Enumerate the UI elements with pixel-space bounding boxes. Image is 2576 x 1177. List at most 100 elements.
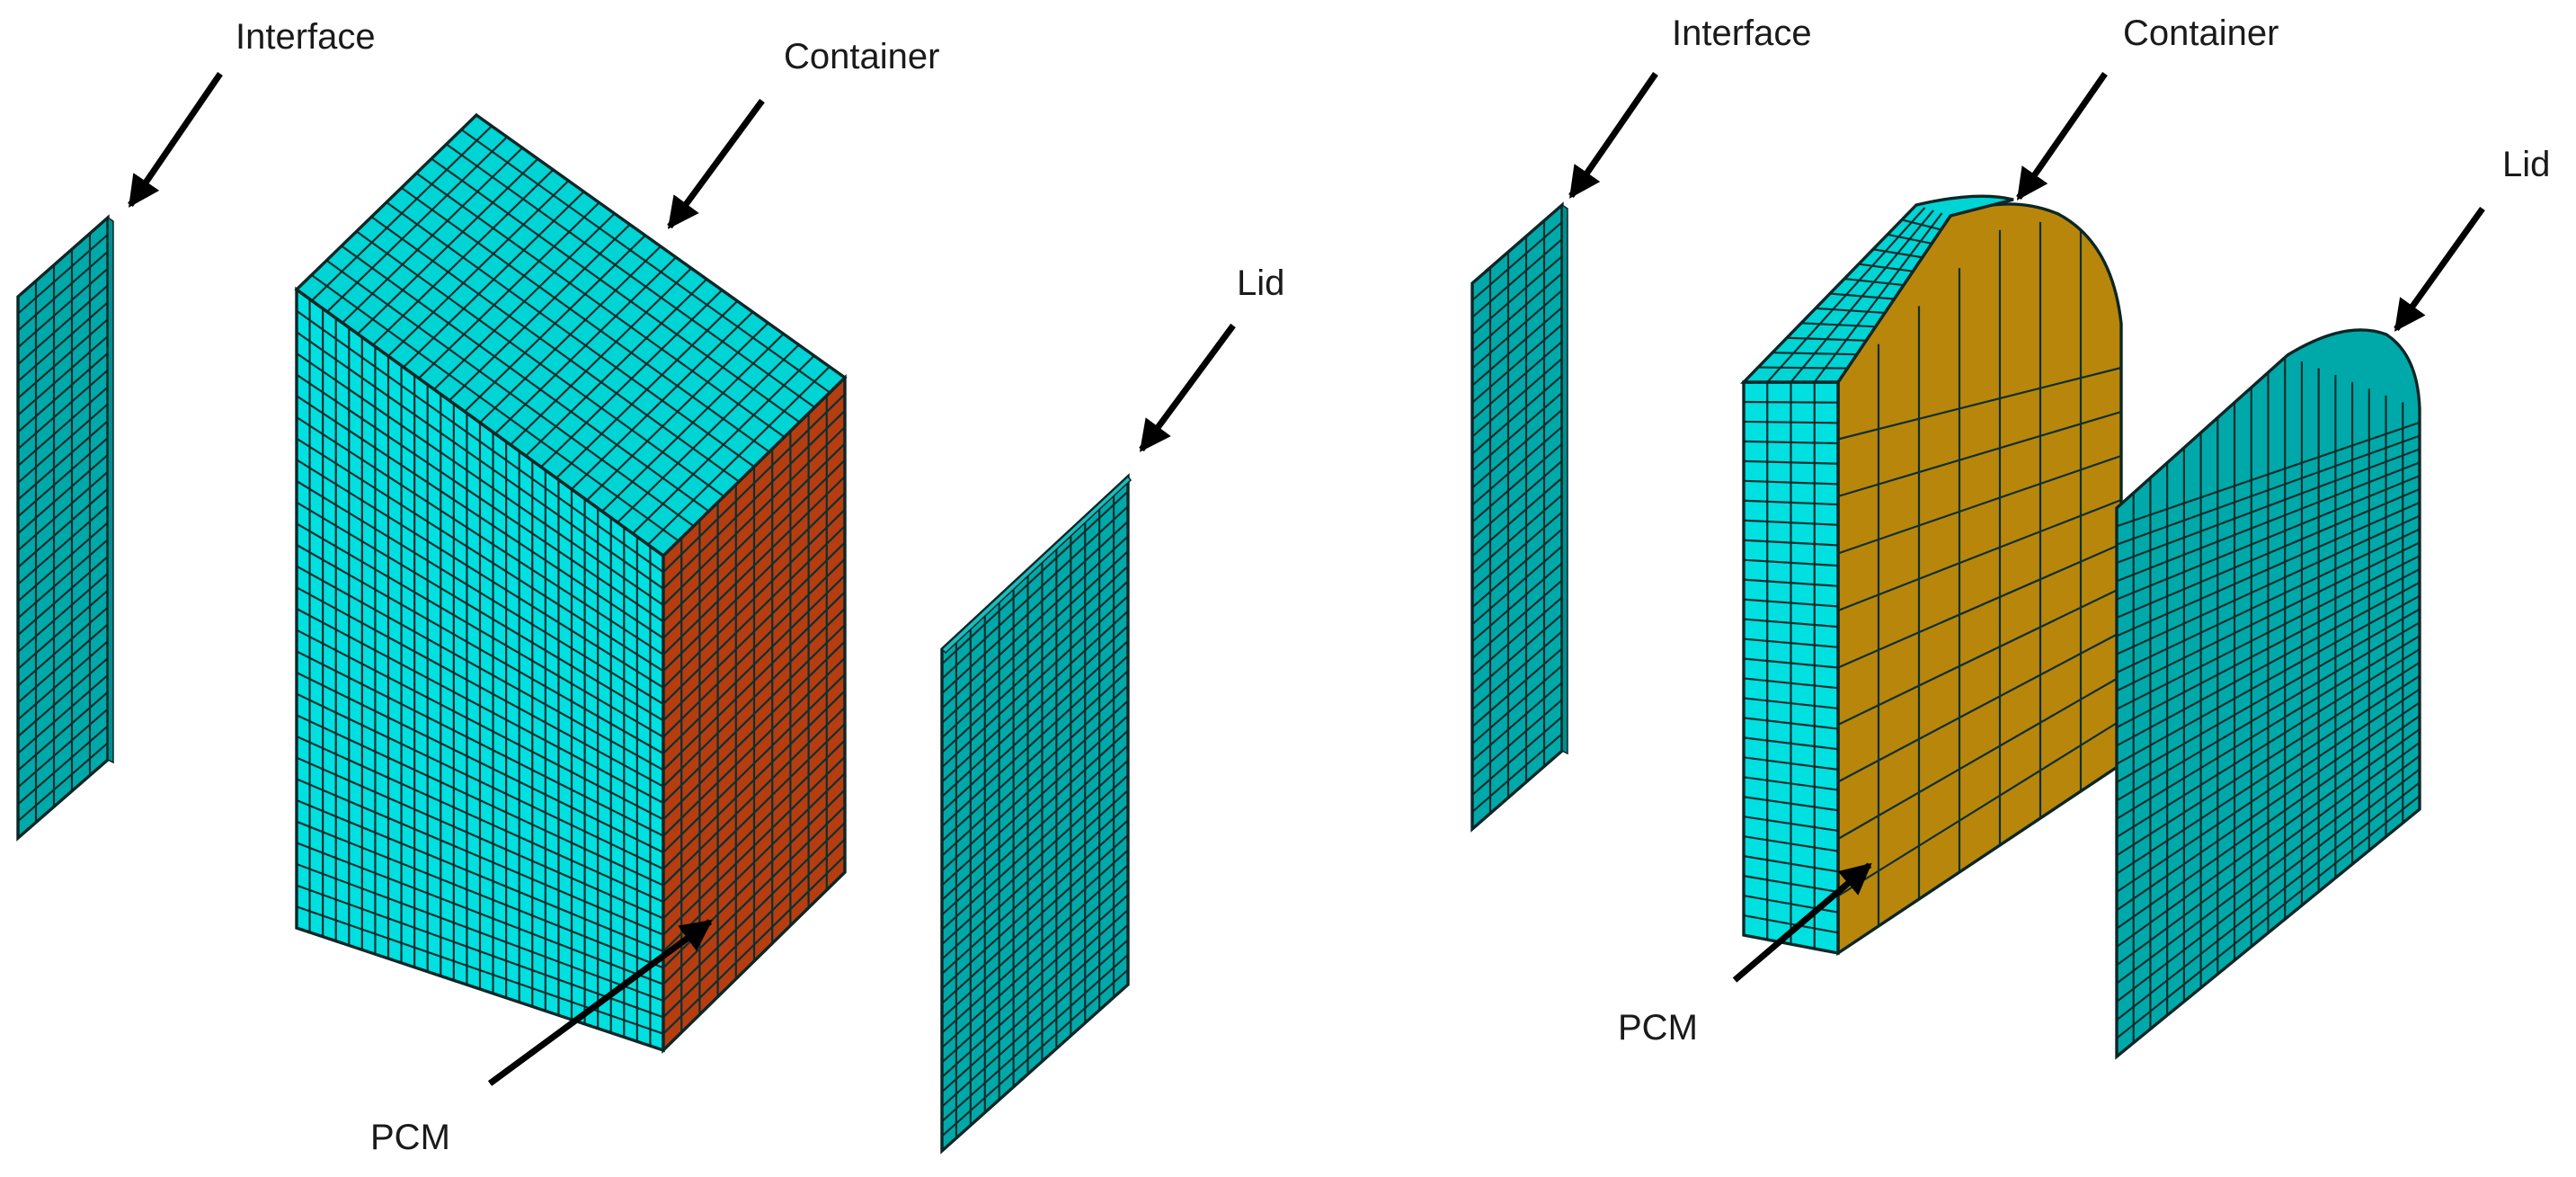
left-interface-face-mesh-v	[17, 691, 109, 771]
left-container-pcm-mesh-v	[662, 624, 846, 804]
right-container-wall-mesh-v	[1743, 756, 1839, 771]
left-lid-face-mesh-v	[941, 968, 1129, 1137]
right-container-wall-mesh-v	[1743, 420, 1839, 424]
left-container-front-mesh-v	[296, 820, 664, 969]
left-container-top-mesh-v	[357, 157, 539, 335]
left-container-front-mesh-v	[296, 735, 664, 904]
left-interface-face-mesh-v	[17, 470, 109, 552]
left-container-front-mesh-v	[296, 650, 664, 837]
right-interface-face-mesh-v	[1471, 391, 1563, 472]
left-container-top-mesh-v	[540, 289, 724, 468]
left-container-pcm-mesh-v	[662, 393, 846, 574]
left-interface-face-mesh-v	[17, 267, 109, 349]
left-container-top-mesh-v	[433, 212, 616, 390]
right-container-arrow	[2016, 72, 2108, 201]
left-container-front-mesh-v	[296, 501, 664, 722]
right-interface-face-mesh-v	[1471, 425, 1563, 506]
right-pcm-mesh-h	[1837, 366, 2122, 441]
left-container-label: Container	[784, 37, 939, 76]
right-lid-outline	[2115, 328, 2421, 1060]
left-container-front-mesh-v	[296, 905, 664, 1035]
left-lid-face-mesh-v	[941, 715, 1129, 887]
right-interface-face-mesh-v	[1471, 528, 1563, 609]
left-lid-face-mesh-v	[941, 878, 1129, 1048]
left-interface-face-mesh-v	[17, 335, 109, 416]
left-container-top-mesh-v	[342, 147, 524, 324]
left-lid-face-mesh-v	[941, 864, 1129, 1034]
left-container-top-mesh-v	[387, 180, 570, 357]
right-interface-face-mesh-v	[1471, 238, 1563, 318]
left-interface-face-mesh-v	[17, 487, 109, 568]
right-container-top-mesh	[1757, 207, 1943, 383]
left-container-top-mesh-v	[617, 343, 800, 523]
left-interface-face-mesh-v	[17, 420, 109, 501]
right-interface-label: Interface	[1672, 13, 1812, 53]
right-container-wall-mesh-v	[1743, 914, 1839, 934]
left-container-pcm-mesh-v	[662, 575, 846, 754]
right-container-wall-mesh-v	[1743, 578, 1839, 587]
left-container-front-mesh-v	[296, 395, 664, 639]
left-interface-face-mesh-v	[17, 725, 109, 806]
right-container-wall-mesh-v	[1743, 618, 1839, 629]
right-interface-face-mesh-v	[1471, 630, 1563, 711]
left-lid-face-mesh-v	[941, 700, 1129, 871]
right-interface-edge	[1561, 203, 1568, 755]
right-container-wall-mesh-v	[1743, 459, 1839, 465]
left-lid-face-mesh-v	[941, 729, 1129, 901]
left-lid-face-mesh-v	[941, 580, 1129, 753]
left-container-top-mesh-v	[494, 256, 677, 435]
left-interface-face-mesh-v	[17, 403, 109, 484]
left-lid-face-mesh-v	[941, 625, 1129, 798]
left-interface-face-mesh-v	[17, 318, 109, 399]
right-pcm-mesh	[1837, 221, 2122, 926]
left-interface-face-mesh-v	[17, 369, 109, 450]
left-container-top-mesh-v	[647, 366, 831, 546]
left-lid-label: Lid	[1237, 263, 1284, 303]
left-pcm-arrow	[487, 919, 713, 1086]
right-interface-face-mesh-v	[1471, 494, 1563, 575]
left-interface-face-mesh-v	[17, 284, 109, 366]
right-container-wall-mesh-v	[1743, 479, 1839, 486]
right-container-wall-mesh-v	[1743, 796, 1839, 812]
right-container-wall-mesh-v	[1743, 638, 1839, 648]
right-container-wall-mesh-v	[1743, 717, 1839, 730]
left-interface-face-mesh-v	[17, 522, 109, 602]
left-interface-face-mesh-v	[17, 352, 109, 433]
right-interface-face-mesh-v	[1471, 340, 1563, 421]
left-lid-face-mesh-v	[941, 490, 1129, 665]
left-lid-face-mesh-v	[941, 819, 1129, 990]
left-container-top-mesh-v	[571, 311, 754, 490]
left-container-pcm-mesh-v	[662, 822, 846, 1002]
right-lid-mesh	[2116, 356, 2421, 1043]
left-interface-face-mesh-v	[17, 556, 109, 637]
left-lid-face-mesh-v	[941, 745, 1129, 916]
right-container-shell	[1739, 194, 2123, 957]
left-container-front-mesh-v	[296, 352, 664, 606]
right-container-wall-mesh-v	[1743, 519, 1839, 526]
left-container-front-mesh-v	[296, 629, 664, 821]
left-container-top-mesh	[311, 125, 831, 546]
left-container-pcm-mesh-v	[662, 591, 846, 771]
left-container-pcm-mesh-v	[662, 640, 846, 821]
left-interface-face-mesh-v	[17, 301, 109, 382]
right-container-wall-mesh-v	[1743, 598, 1839, 608]
right-interface-face-mesh-v	[1471, 272, 1563, 352]
left-interface-label: Interface	[235, 17, 376, 57]
left-interface-face-mesh-v	[17, 453, 109, 535]
right-container-top-mesh-v	[1790, 210, 1934, 383]
left-interface-plate	[16, 214, 114, 842]
left-container-pcm-mesh-v	[662, 607, 846, 788]
left-lid-face-mesh-v	[941, 953, 1129, 1122]
left-lid-arrow	[1139, 323, 1236, 452]
right-interface-face-mesh-v	[1471, 306, 1563, 387]
right-container-wall-mesh-v	[1743, 677, 1839, 690]
right-pcm-mesh-h	[1837, 719, 2122, 897]
left-lid-face-mesh	[941, 489, 1129, 1138]
left-container-pcm-mesh-v	[662, 442, 846, 623]
left-container-top-mesh-v	[326, 136, 508, 313]
left-container-front-mesh-v	[296, 778, 664, 936]
left-container-pcm-mesh-v	[662, 459, 846, 639]
right-pcm-mesh-h	[1837, 498, 2122, 612]
left-container-front-mesh-v	[296, 373, 664, 623]
